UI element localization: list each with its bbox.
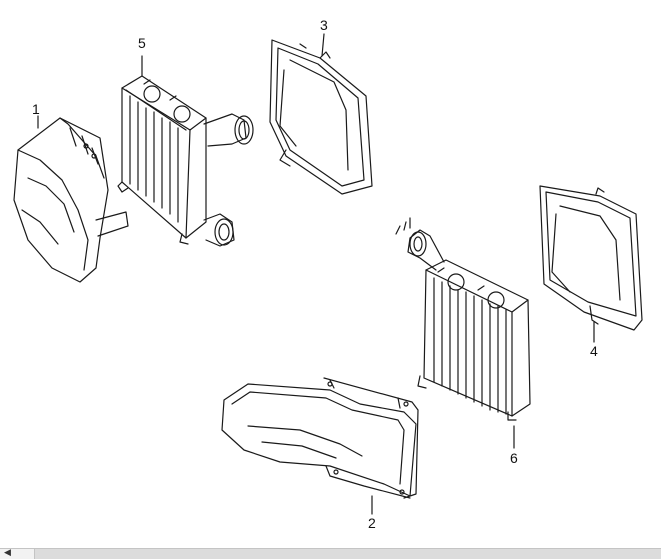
callout-1: 1 xyxy=(32,101,40,117)
callout-6: 6 xyxy=(510,450,518,466)
callout-2: 2 xyxy=(368,515,376,531)
part-1-air-duct xyxy=(13,115,129,283)
part-5-intercooler xyxy=(117,55,254,247)
scroll-left-button[interactable]: ◀ xyxy=(0,548,35,559)
callout-3: 3 xyxy=(320,17,328,33)
triangle-left-icon: ◀ xyxy=(4,548,11,558)
part-6-intercooler xyxy=(395,217,531,449)
part-3-shroud-frame xyxy=(269,33,373,195)
horizontal-scrollbar[interactable]: ◀ xyxy=(0,548,661,559)
callout-5: 5 xyxy=(138,35,146,51)
part-2-air-duct xyxy=(221,377,419,515)
part-4-shroud-frame xyxy=(539,185,643,343)
callout-4: 4 xyxy=(590,343,598,359)
